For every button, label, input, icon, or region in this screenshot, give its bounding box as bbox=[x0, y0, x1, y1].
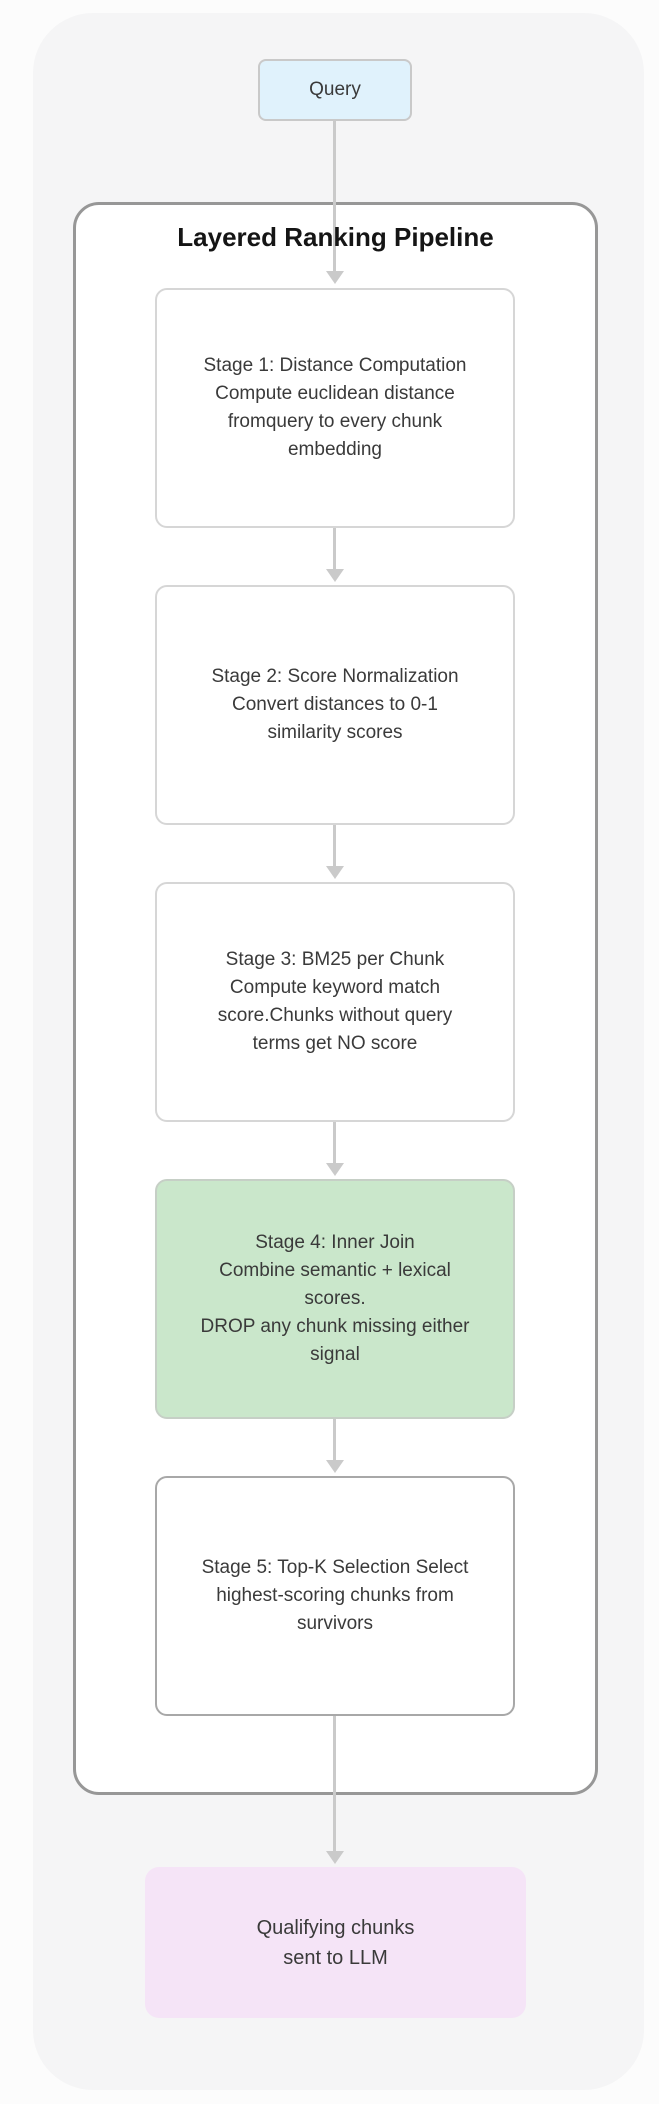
arrow-stage3-to-stage4 bbox=[326, 1122, 344, 1176]
arrow-query-to-stage1 bbox=[326, 121, 344, 284]
arrow-head-icon bbox=[326, 1851, 344, 1864]
arrow-head-icon bbox=[326, 866, 344, 879]
arrow-stage1-to-stage2 bbox=[326, 528, 344, 582]
arrow-head-icon bbox=[326, 1163, 344, 1176]
arrow-stage4-to-stage5 bbox=[326, 1419, 344, 1473]
arrow-line bbox=[333, 1419, 336, 1462]
arrow-line bbox=[333, 121, 336, 273]
arrow-head-icon bbox=[326, 1460, 344, 1473]
pipeline-title: Layered Ranking Pipeline bbox=[177, 222, 494, 252]
arrow-stage2-to-stage3 bbox=[326, 825, 344, 879]
arrow-head-icon bbox=[326, 569, 344, 582]
arrow-line bbox=[333, 1716, 336, 1853]
arrow-stage5-to-output bbox=[326, 1716, 344, 1864]
arrow-line bbox=[333, 1122, 336, 1165]
query-label: Query bbox=[309, 79, 361, 100]
arrow-line bbox=[333, 528, 336, 571]
query-node: Query bbox=[258, 59, 412, 121]
arrow-head-icon bbox=[326, 271, 344, 284]
arrow-line bbox=[333, 825, 336, 868]
